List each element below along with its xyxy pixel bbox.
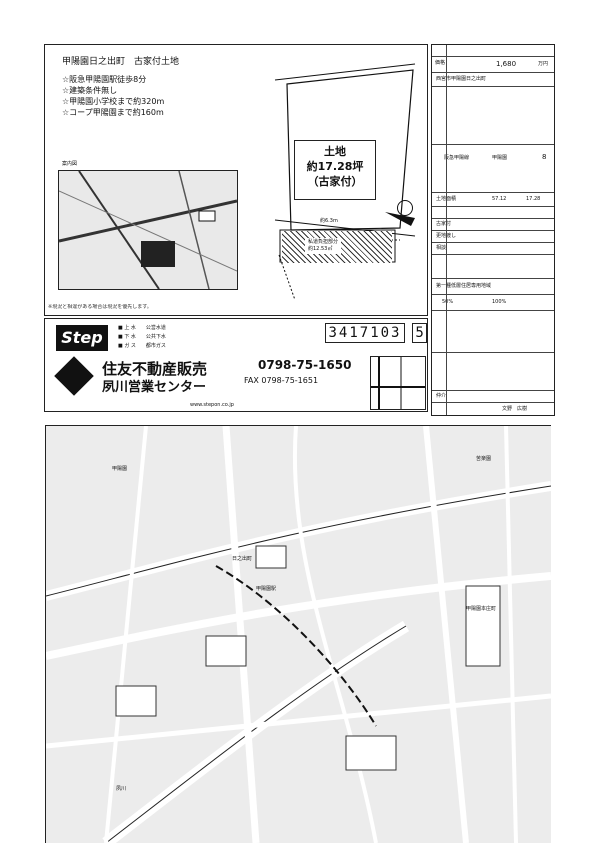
detailed-area-map: 甲陽園 日之出町 甲陽園駅 甲陽園本庄町 苦楽園 夙川 [45, 425, 551, 843]
price-value: 1,680 [496, 60, 517, 68]
phone-number: 0798-75-1650 [258, 358, 352, 372]
delivery-terms: 相談 [436, 245, 447, 251]
zoning-value: 第一種低層住居専用地域 [436, 283, 492, 289]
listing-title: 甲陽園日之出町 古家付土地 [62, 57, 180, 67]
address-value: 西宮市甲陽園日之出町 [436, 76, 487, 82]
feature-item: ☆建築条件無し [62, 86, 118, 95]
guide-map-roads [58, 170, 238, 290]
map-label: 苦楽園 [476, 456, 492, 462]
transaction-mode: 仲介 [436, 393, 447, 399]
footer-notes: ■ 上 水 公営水道 ■ 下 水 公共下水 ■ ガ ス 都市ガス [118, 325, 166, 349]
map-label: 日之出町 [232, 556, 253, 562]
walk-minutes: 8 [542, 153, 547, 161]
map-label: 甲陽園駅 [256, 586, 277, 592]
ref-digits: 3417103 [325, 323, 405, 343]
spec-table: 価格 1,680 万円 西宮市甲陽園日之出町 阪急甲陽線 甲陽園 8 土地面積 … [431, 44, 555, 416]
agent-name: 文野 広樹 [502, 406, 528, 412]
footer-band [44, 318, 428, 412]
flyer-main-panel [44, 44, 428, 316]
ref-check-digit: 5 [412, 323, 428, 343]
company-name: 住友不動産販売 [102, 360, 208, 378]
land-area-tsubo: 17.28 [526, 196, 541, 202]
map-label: 甲陽園本庄町 [466, 606, 497, 612]
access-line: 阪急甲陽線 [444, 155, 470, 161]
feature-list: ☆阪急甲陽園駅徒歩8分 ☆建築条件無し ☆甲陽園小学校まで約320m ☆コープ甲… [62, 74, 164, 118]
building-status: 古家付 [436, 221, 452, 227]
road-width: 約6.3m [320, 218, 338, 224]
feature-item: ☆甲陽園小学校まで約320m [62, 97, 165, 106]
station-name: 甲陽園 [492, 155, 508, 161]
fax-number: FAX 0798-75-1651 [244, 376, 319, 385]
website-link[interactable]: www.stepon.co.jp [190, 402, 234, 408]
area-map-streets [46, 426, 551, 843]
feature-item: ☆阪急甲陽園駅徒歩8分 [62, 75, 147, 84]
map-label: 夙川 [116, 786, 127, 792]
flyer-disclaimer: ※現況と相違がある場合は現況を優先します。 [48, 304, 152, 310]
footer-mini-map [370, 356, 426, 410]
reference-number: 3417103 5 [325, 322, 429, 343]
guide-map [58, 170, 238, 290]
branch-name: 夙川営業センター [102, 380, 207, 395]
step-logo: Step [56, 325, 108, 351]
feature-item: ☆コープ甲陽園まで約160m [62, 108, 164, 117]
price-unit: 万円 [538, 61, 549, 67]
lot-size-label: 土地 約17.28坪 （古家付） [294, 140, 376, 200]
land-area-sqm: 57.12 [492, 196, 507, 202]
map-label: 甲陽園 [112, 466, 128, 472]
compass-icon [397, 200, 413, 216]
guide-map-label: 案内図 [62, 161, 78, 167]
setback-label: 私道負担部分 約12.53㎡ [305, 238, 342, 254]
coverage-value: 50% [442, 299, 454, 305]
floor-ratio-value: 100% [492, 299, 507, 305]
